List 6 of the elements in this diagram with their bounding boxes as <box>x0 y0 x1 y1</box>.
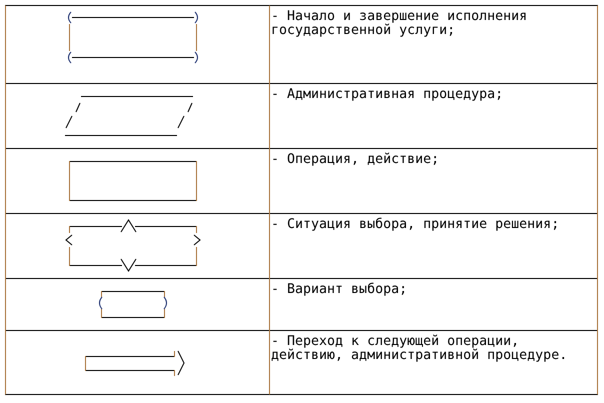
legend-text: - Начало и завершение исполнения государственной услуги; <box>271 10 528 38</box>
legend-text: - Административная процедура; <box>271 88 504 102</box>
legend-text: - Вариант выбора; <box>271 283 408 297</box>
legend-text: - Переход к следующей операции, действию, административной процедуре. <box>271 335 568 363</box>
legend-text: - Операция, действие; <box>271 153 440 167</box>
legend-text: - Ситуация выбора, принятие решения; <box>271 218 560 232</box>
